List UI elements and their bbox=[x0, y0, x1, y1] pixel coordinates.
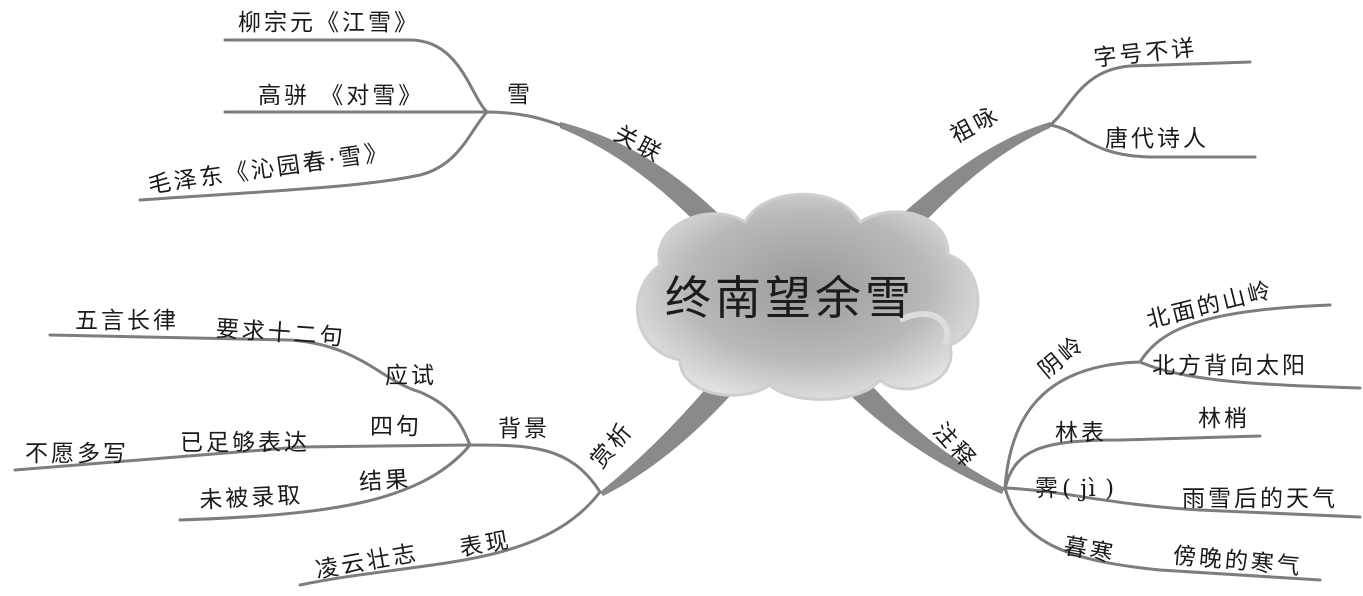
branch-zhushi bbox=[840, 372, 1005, 494]
node-jieguo: 结果 bbox=[358, 466, 412, 496]
node-beijing: 背景 bbox=[498, 416, 550, 442]
node-linbiao: 林表 bbox=[1055, 420, 1107, 446]
line-maozedong bbox=[138, 110, 489, 202]
node-liuzongyuan: 柳宗元《江雪》 bbox=[238, 10, 420, 36]
branch-guanlian bbox=[560, 122, 730, 232]
node-linshao: 林梢 bbox=[1198, 406, 1250, 432]
node-yingshi: 应试 bbox=[385, 363, 437, 389]
line-guanlian bbox=[483, 110, 562, 127]
central-topic: 终南望余雪 bbox=[665, 271, 915, 325]
branch-zuyong bbox=[890, 122, 1050, 232]
node-siju: 四句 bbox=[370, 414, 422, 440]
line-jieguo bbox=[178, 443, 472, 522]
cloud-shape bbox=[636, 192, 980, 401]
node-weibei: 未被录取 bbox=[198, 482, 304, 514]
line-liuzongyuan bbox=[223, 38, 489, 114]
node-xue: 雪 bbox=[507, 82, 533, 108]
line-yinling bbox=[1003, 360, 1142, 490]
node-ji: 霁 bbox=[1035, 476, 1061, 502]
node-beifang: 北方背向太阳 bbox=[1152, 353, 1308, 379]
node-zugou: 已足够表达 bbox=[180, 430, 310, 456]
node-gaopian: 高骈 《对雪》 bbox=[258, 83, 425, 109]
line-tangdai bbox=[1048, 123, 1257, 159]
line-beifang bbox=[1138, 360, 1362, 390]
node-buyuan: 不愿多写 bbox=[25, 441, 129, 467]
line-siju bbox=[13, 443, 472, 472]
node-yuxue: 雨雪后的天气 bbox=[1182, 486, 1338, 512]
line-yingshi bbox=[48, 333, 472, 447]
line-beijing bbox=[468, 443, 602, 494]
line-beimian bbox=[1138, 303, 1332, 364]
line-zuyong bbox=[1048, 60, 1252, 127]
node-ji-pinyin: ( jì ) bbox=[1062, 476, 1116, 502]
node-wuyan: 五言长律 bbox=[75, 308, 179, 334]
line-biaoxian bbox=[298, 490, 602, 587]
branch-shangxi bbox=[600, 372, 740, 496]
line-ji bbox=[1003, 486, 1362, 519]
line-linbiao bbox=[1003, 434, 1262, 490]
line-muhan bbox=[1003, 486, 1322, 582]
node-tangdai: 唐代诗人 bbox=[1105, 126, 1209, 152]
